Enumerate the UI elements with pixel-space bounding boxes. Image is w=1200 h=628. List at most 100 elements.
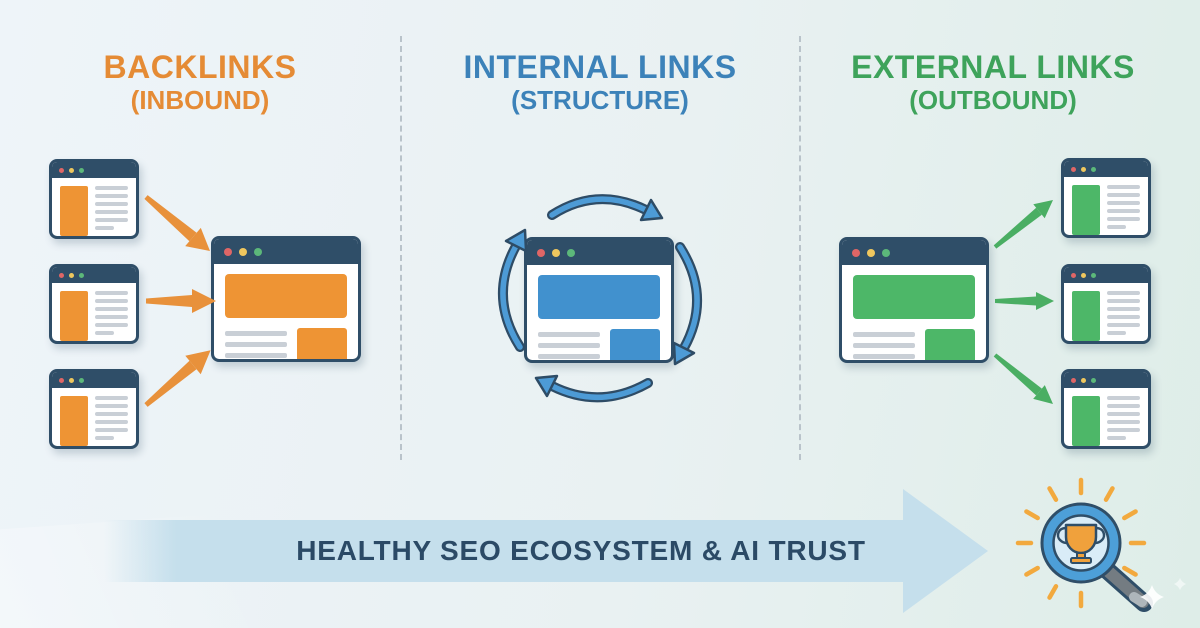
text-line	[538, 332, 600, 337]
hero-banner-block	[538, 275, 660, 319]
content-row	[538, 329, 660, 360]
window-body	[214, 264, 358, 359]
divider-right	[799, 36, 801, 460]
magnifier-lens	[1040, 502, 1122, 584]
divider-left	[400, 36, 402, 460]
text-line	[225, 353, 287, 358]
window-body	[52, 283, 136, 341]
backlink-source-window	[49, 264, 139, 344]
inbound-arrow-icon	[144, 195, 210, 251]
content-block	[1072, 291, 1100, 341]
window-dot-red	[59, 272, 64, 278]
window-titlebar	[1064, 267, 1148, 283]
text-line	[1107, 299, 1140, 303]
window-dot-green	[1091, 166, 1096, 172]
text-line	[95, 323, 128, 327]
window-dot-yellow	[867, 248, 875, 257]
text-lines	[1107, 291, 1140, 341]
text-lines	[538, 329, 600, 360]
hero-banner-block	[225, 274, 347, 318]
window-titlebar	[214, 239, 358, 264]
inbound-arrow-icon	[144, 350, 211, 407]
text-lines	[95, 186, 128, 236]
window-dot-red	[852, 248, 860, 257]
sparkle-icon	[1174, 578, 1186, 590]
window-dot-red	[1071, 166, 1076, 172]
window-dot-green	[79, 377, 84, 383]
text-line	[1107, 420, 1140, 424]
window-dot-yellow	[552, 248, 560, 257]
window-dot-yellow	[69, 377, 74, 383]
circular-arrows-icon	[497, 194, 703, 403]
window-dot-yellow	[1081, 377, 1086, 383]
text-line	[95, 396, 128, 400]
content-row	[225, 328, 347, 359]
backlinks-title: BACKLINKS	[103, 49, 297, 85]
window-dot-yellow	[69, 167, 74, 173]
window-body	[52, 388, 136, 446]
text-line	[95, 226, 115, 230]
text-line	[1107, 436, 1127, 440]
text-lines	[95, 396, 128, 446]
outbound-arrow-icon	[993, 353, 1053, 404]
backlinks-subtitle: (INBOUND)	[130, 85, 270, 115]
external-links-title: EXTERNAL LINKS	[851, 49, 1135, 85]
window-body	[842, 265, 986, 360]
text-line	[95, 194, 128, 198]
hero-banner-block	[853, 275, 975, 319]
text-line	[1107, 193, 1140, 197]
external-target-window	[1061, 369, 1151, 449]
window-dot-yellow	[69, 272, 74, 278]
window-dot-green	[79, 167, 84, 173]
magnifier-trophy-icon	[1015, 477, 1186, 612]
window-titlebar	[52, 162, 136, 178]
internal-links-title: INTERNAL LINKS	[463, 49, 737, 85]
sidebar-block	[925, 329, 975, 360]
window-dot-green	[882, 248, 890, 257]
window-dot-red	[537, 248, 545, 257]
window-dot-red	[59, 377, 64, 383]
text-line	[95, 436, 115, 440]
main-site-window-external	[839, 237, 989, 363]
window-body	[1064, 388, 1148, 446]
window-titlebar	[52, 372, 136, 388]
internal-links-subtitle: (STRUCTURE)	[511, 85, 689, 115]
window-dot-yellow	[1081, 272, 1086, 278]
content-block	[1072, 185, 1100, 235]
text-line	[538, 343, 600, 348]
text-line	[95, 291, 128, 295]
text-line	[1107, 331, 1127, 335]
text-line	[95, 210, 128, 214]
content-block	[60, 186, 88, 236]
backlinks-heading: BACKLINKS (INBOUND)	[0, 50, 400, 116]
content-row	[853, 329, 975, 360]
window-dot-red	[1071, 377, 1076, 383]
window-dot-yellow	[239, 247, 247, 256]
window-dot-green	[79, 272, 84, 278]
text-line	[95, 307, 128, 311]
sidebar-block	[610, 329, 660, 360]
window-dot-green	[567, 248, 575, 257]
text-line	[1107, 217, 1140, 221]
window-dot-green	[1091, 272, 1096, 278]
main-site-window-internal	[524, 237, 674, 363]
content-block	[60, 291, 88, 341]
text-line	[225, 331, 287, 336]
window-body	[1064, 177, 1148, 235]
window-dot-green	[254, 247, 262, 256]
window-titlebar	[527, 240, 671, 265]
text-line	[1107, 225, 1127, 229]
text-line	[95, 202, 128, 206]
text-lines	[1107, 185, 1140, 235]
window-dot-red	[59, 167, 64, 173]
content-block	[60, 396, 88, 446]
external-links-heading: EXTERNAL LINKS (OUTBOUND)	[797, 50, 1189, 116]
internal-links-heading: INTERNAL LINKS (STRUCTURE)	[400, 50, 800, 116]
text-lines	[853, 329, 915, 360]
trophy-icon	[1056, 523, 1106, 564]
text-line	[95, 299, 128, 303]
text-line	[853, 354, 915, 359]
window-titlebar	[842, 240, 986, 265]
